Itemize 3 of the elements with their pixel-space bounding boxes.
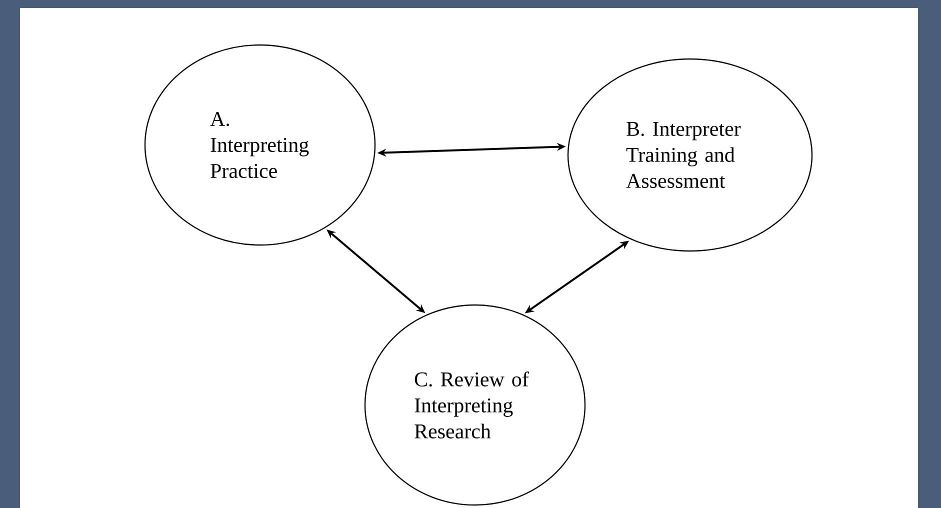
circle-node: C. Review of Interpreting Research (364, 304, 586, 506)
circle-node: A. Interpreting Practice (144, 44, 376, 246)
circle-node: B. Interpreter Training and Assessment (567, 58, 813, 252)
